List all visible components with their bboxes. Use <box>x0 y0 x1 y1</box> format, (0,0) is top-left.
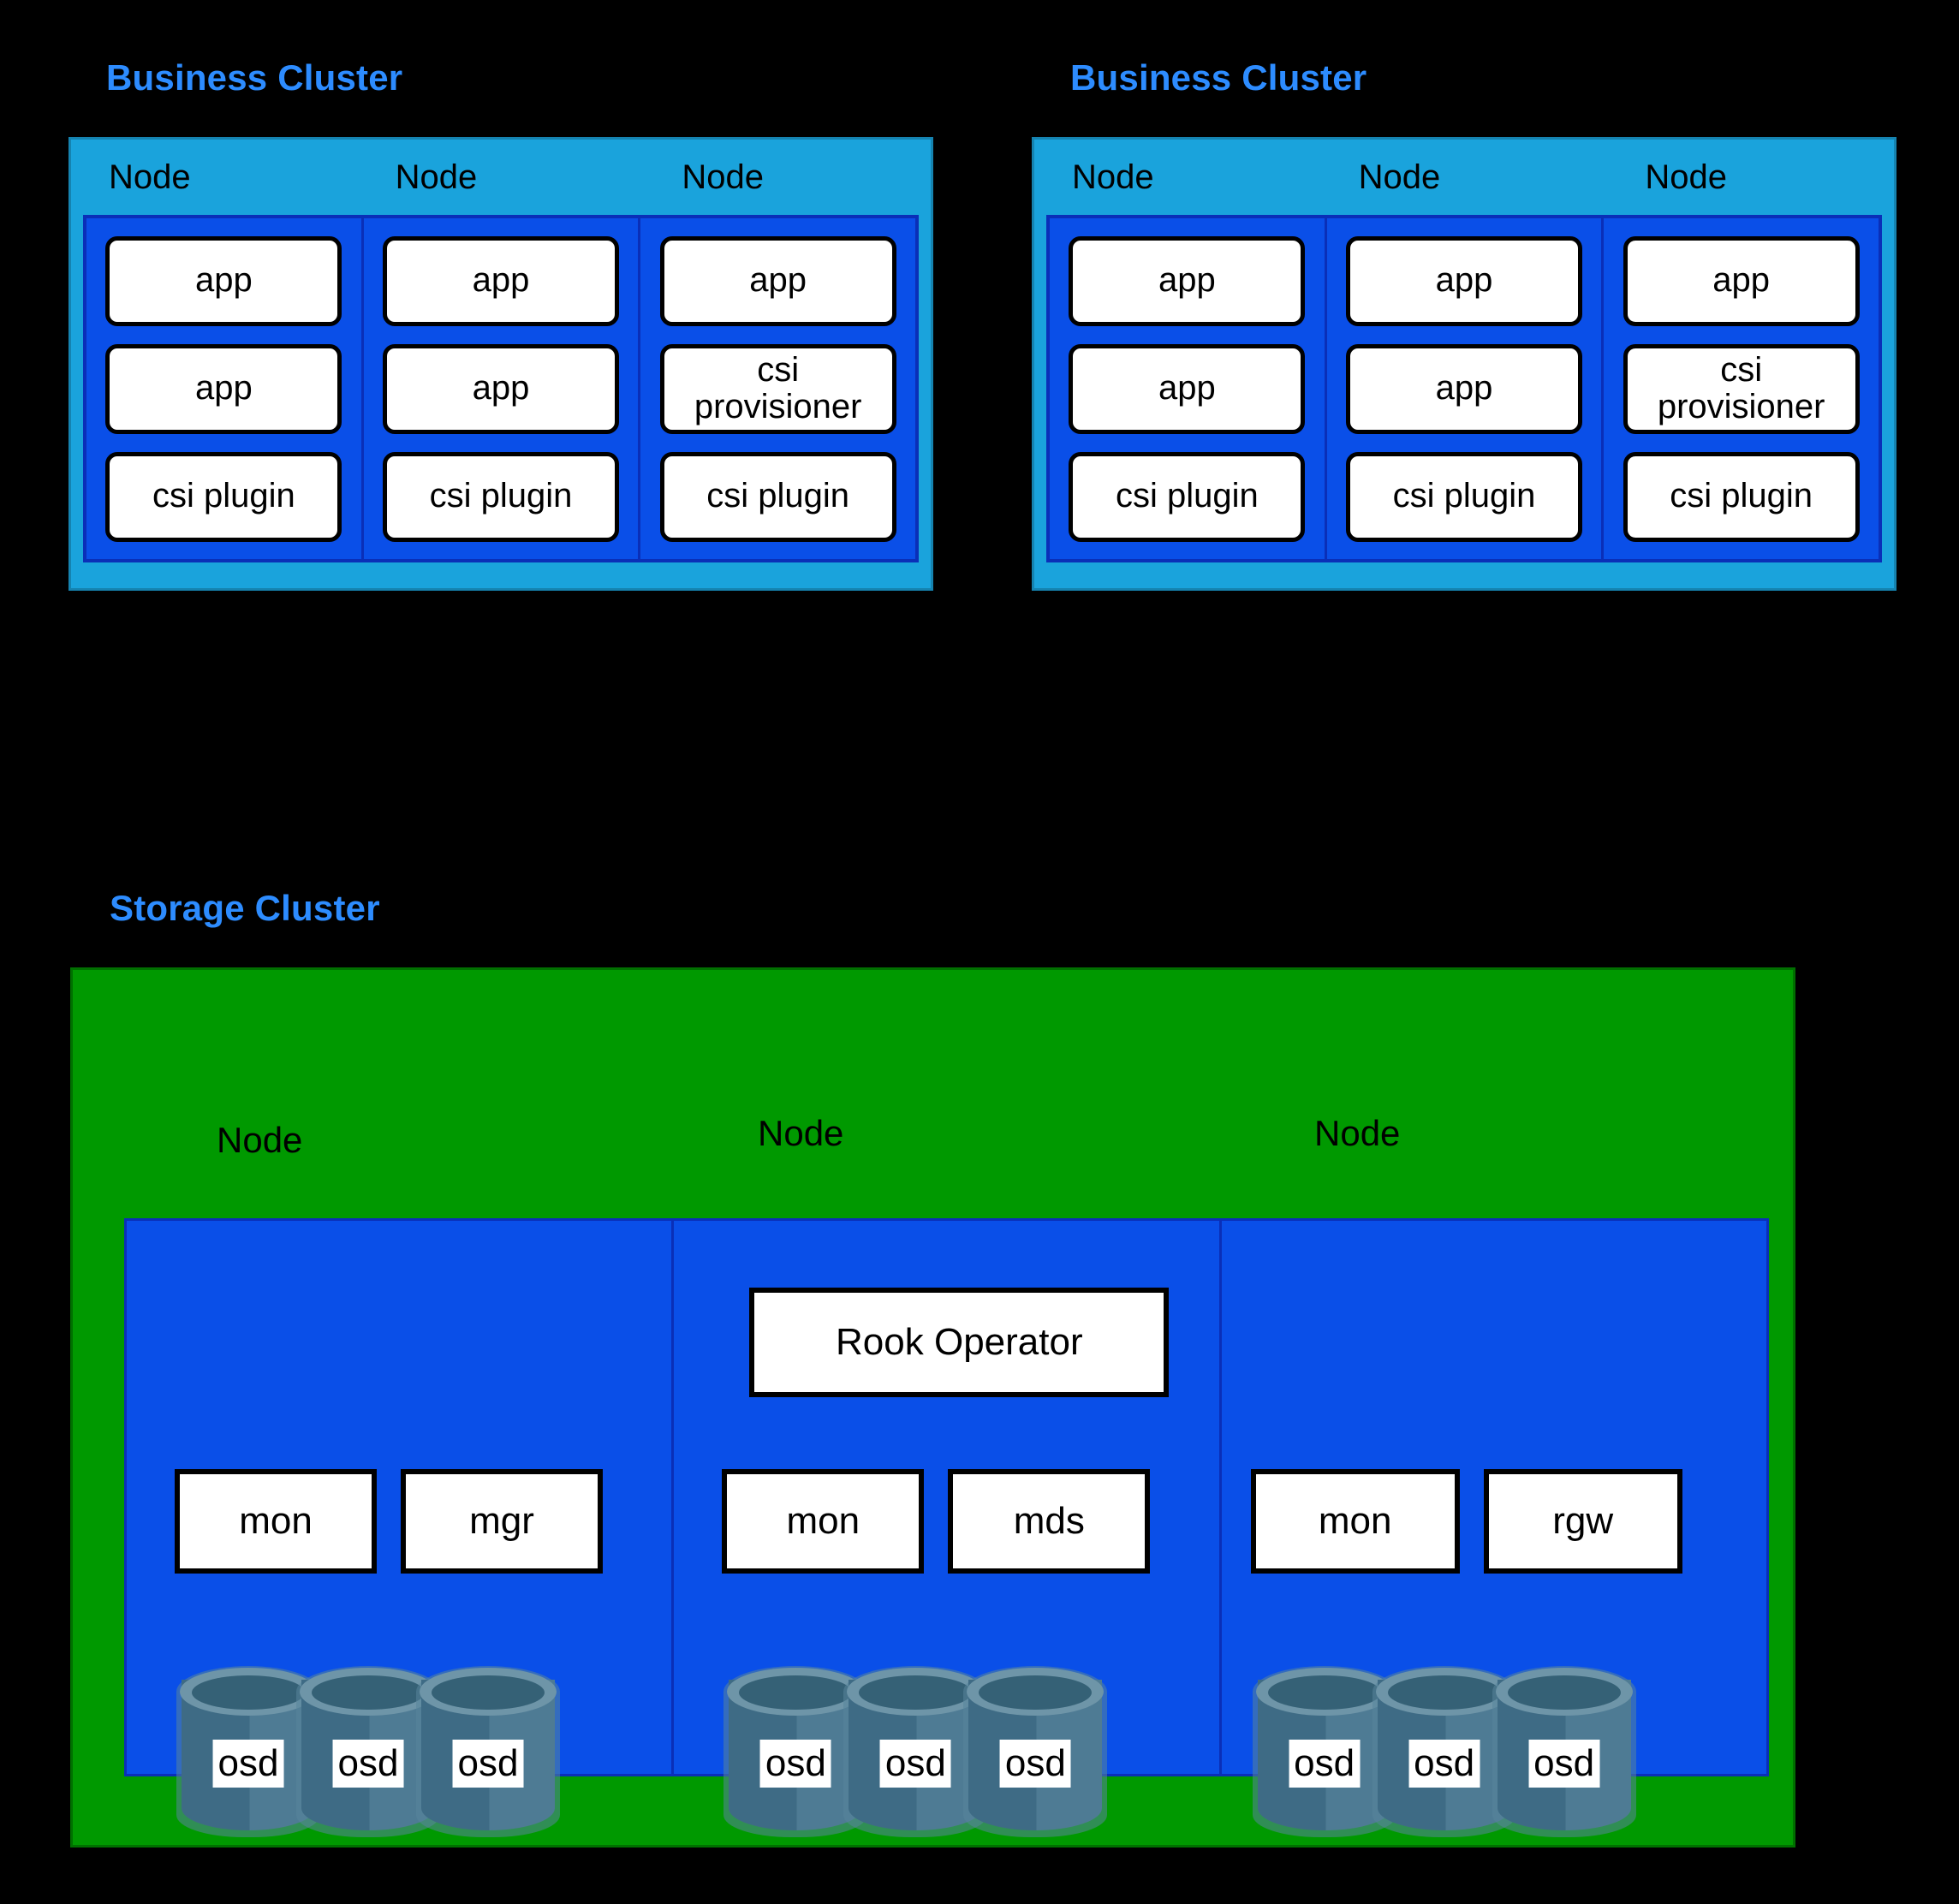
pod-csi-plugin[interactable]: csi plugin <box>1623 451 1860 542</box>
storage-node-column: Rook Operator mon mds osd os <box>674 1221 1222 1837</box>
osd-label: osd <box>1408 1740 1480 1788</box>
cylinder-top <box>192 1675 305 1710</box>
business-cluster-2-node-labels: Node Node Node <box>1034 140 1894 215</box>
service-row: mon mgr <box>127 1469 671 1574</box>
business-cluster-1-title: Business Cluster <box>106 57 403 98</box>
storage-node-column: mon mgr osd osd <box>127 1221 675 1837</box>
business-cluster-2: Node Node Node app app csi plugin app ap… <box>1032 137 1896 591</box>
service-mgr[interactable]: mgr <box>401 1469 603 1574</box>
node-label: Node <box>395 158 478 196</box>
osd-cylinder[interactable]: osd <box>1492 1657 1636 1844</box>
service-row: mon mds <box>674 1469 1218 1574</box>
cylinder-top <box>312 1675 425 1710</box>
osd-label: osd <box>1289 1740 1361 1788</box>
cylinder-top <box>432 1675 545 1710</box>
node-column: app app csi plugin <box>364 218 641 559</box>
node-column: app app csi plugin <box>86 218 364 559</box>
cylinder-top <box>739 1675 853 1710</box>
pod-app[interactable]: app <box>659 235 896 326</box>
storage-cluster-node-panel: mon mgr osd osd <box>124 1218 1769 1837</box>
cylinder-top <box>979 1675 1093 1710</box>
pod-app[interactable]: app <box>383 343 619 434</box>
storage-cluster: Node Node Node mon mgr osd <box>70 967 1795 1847</box>
node-column: app app csi plugin <box>1327 218 1605 559</box>
business-cluster-2-node-panel: app app csi plugin app app csi plugin ap… <box>1046 215 1882 562</box>
osd-row: osd osd osd <box>1222 1657 1766 1846</box>
pod-app[interactable]: app <box>1069 343 1306 434</box>
business-cluster-1-node-panel: app app csi plugin app app csi plugin ap… <box>83 215 919 562</box>
osd-label: osd <box>1528 1740 1600 1788</box>
business-cluster-2-title: Business Cluster <box>1070 57 1367 98</box>
service-row: mon rgw <box>1222 1469 1766 1574</box>
service-mon[interactable]: mon <box>1250 1469 1460 1574</box>
cylinder-top <box>859 1675 973 1710</box>
service-mds[interactable]: mds <box>948 1469 1151 1574</box>
pod-app[interactable]: app <box>1346 235 1582 326</box>
cylinder-top <box>1507 1675 1621 1710</box>
node-column: app csi provisioner csi plugin <box>640 218 915 559</box>
node-column: app app csi plugin <box>1050 218 1327 559</box>
osd-label: osd <box>879 1740 951 1788</box>
node-label: Node <box>1358 158 1441 196</box>
pod-app[interactable]: app <box>383 235 619 326</box>
node-label: Node <box>682 158 764 196</box>
cylinder-top <box>1387 1675 1501 1710</box>
osd-label: osd <box>212 1740 284 1788</box>
node-label: Node <box>1645 158 1727 196</box>
osd-label: osd <box>332 1740 404 1788</box>
node-label: Node <box>217 1120 303 1160</box>
pod-app[interactable]: app <box>105 343 342 434</box>
rook-operator-box[interactable]: Rook Operator <box>749 1288 1170 1397</box>
business-cluster-1: Node Node Node app app csi plugin app ap… <box>68 137 933 591</box>
osd-label: osd <box>759 1740 831 1788</box>
osd-cylinder[interactable]: osd <box>416 1657 560 1844</box>
osd-row: osd osd osd <box>674 1657 1218 1846</box>
node-label: Node <box>1314 1113 1401 1153</box>
storage-cluster-node-labels: Node Node Node <box>73 970 1793 1218</box>
pod-app[interactable]: app <box>1623 235 1860 326</box>
pod-csi-plugin[interactable]: csi plugin <box>383 451 619 542</box>
storage-node-column: mon rgw osd osd <box>1222 1221 1766 1837</box>
storage-cluster-title: Storage Cluster <box>110 888 380 928</box>
osd-label: osd <box>452 1740 524 1788</box>
pod-csi-provisioner[interactable]: csi provisioner <box>1623 343 1860 434</box>
node-column: app csi provisioner csi plugin <box>1604 218 1879 559</box>
osd-row: osd osd osd <box>127 1657 671 1846</box>
pod-csi-plugin[interactable]: csi plugin <box>1069 451 1306 542</box>
cylinder-top <box>1267 1675 1381 1710</box>
node-label: Node <box>758 1113 844 1153</box>
service-rgw[interactable]: rgw <box>1483 1469 1682 1574</box>
osd-label: osd <box>999 1740 1071 1788</box>
pod-app[interactable]: app <box>1069 235 1306 326</box>
business-cluster-1-node-labels: Node Node Node <box>71 140 931 215</box>
node-label: Node <box>1072 158 1154 196</box>
service-mon[interactable]: mon <box>722 1469 925 1574</box>
pod-csi-plugin[interactable]: csi plugin <box>1346 451 1582 542</box>
pod-csi-provisioner[interactable]: csi provisioner <box>659 343 896 434</box>
pod-app[interactable]: app <box>105 235 342 326</box>
node-label: Node <box>109 158 191 196</box>
pod-csi-plugin[interactable]: csi plugin <box>105 451 342 542</box>
pod-csi-plugin[interactable]: csi plugin <box>659 451 896 542</box>
service-mon[interactable]: mon <box>175 1469 377 1574</box>
pod-app[interactable]: app <box>1346 343 1582 434</box>
osd-cylinder[interactable]: osd <box>963 1657 1108 1844</box>
